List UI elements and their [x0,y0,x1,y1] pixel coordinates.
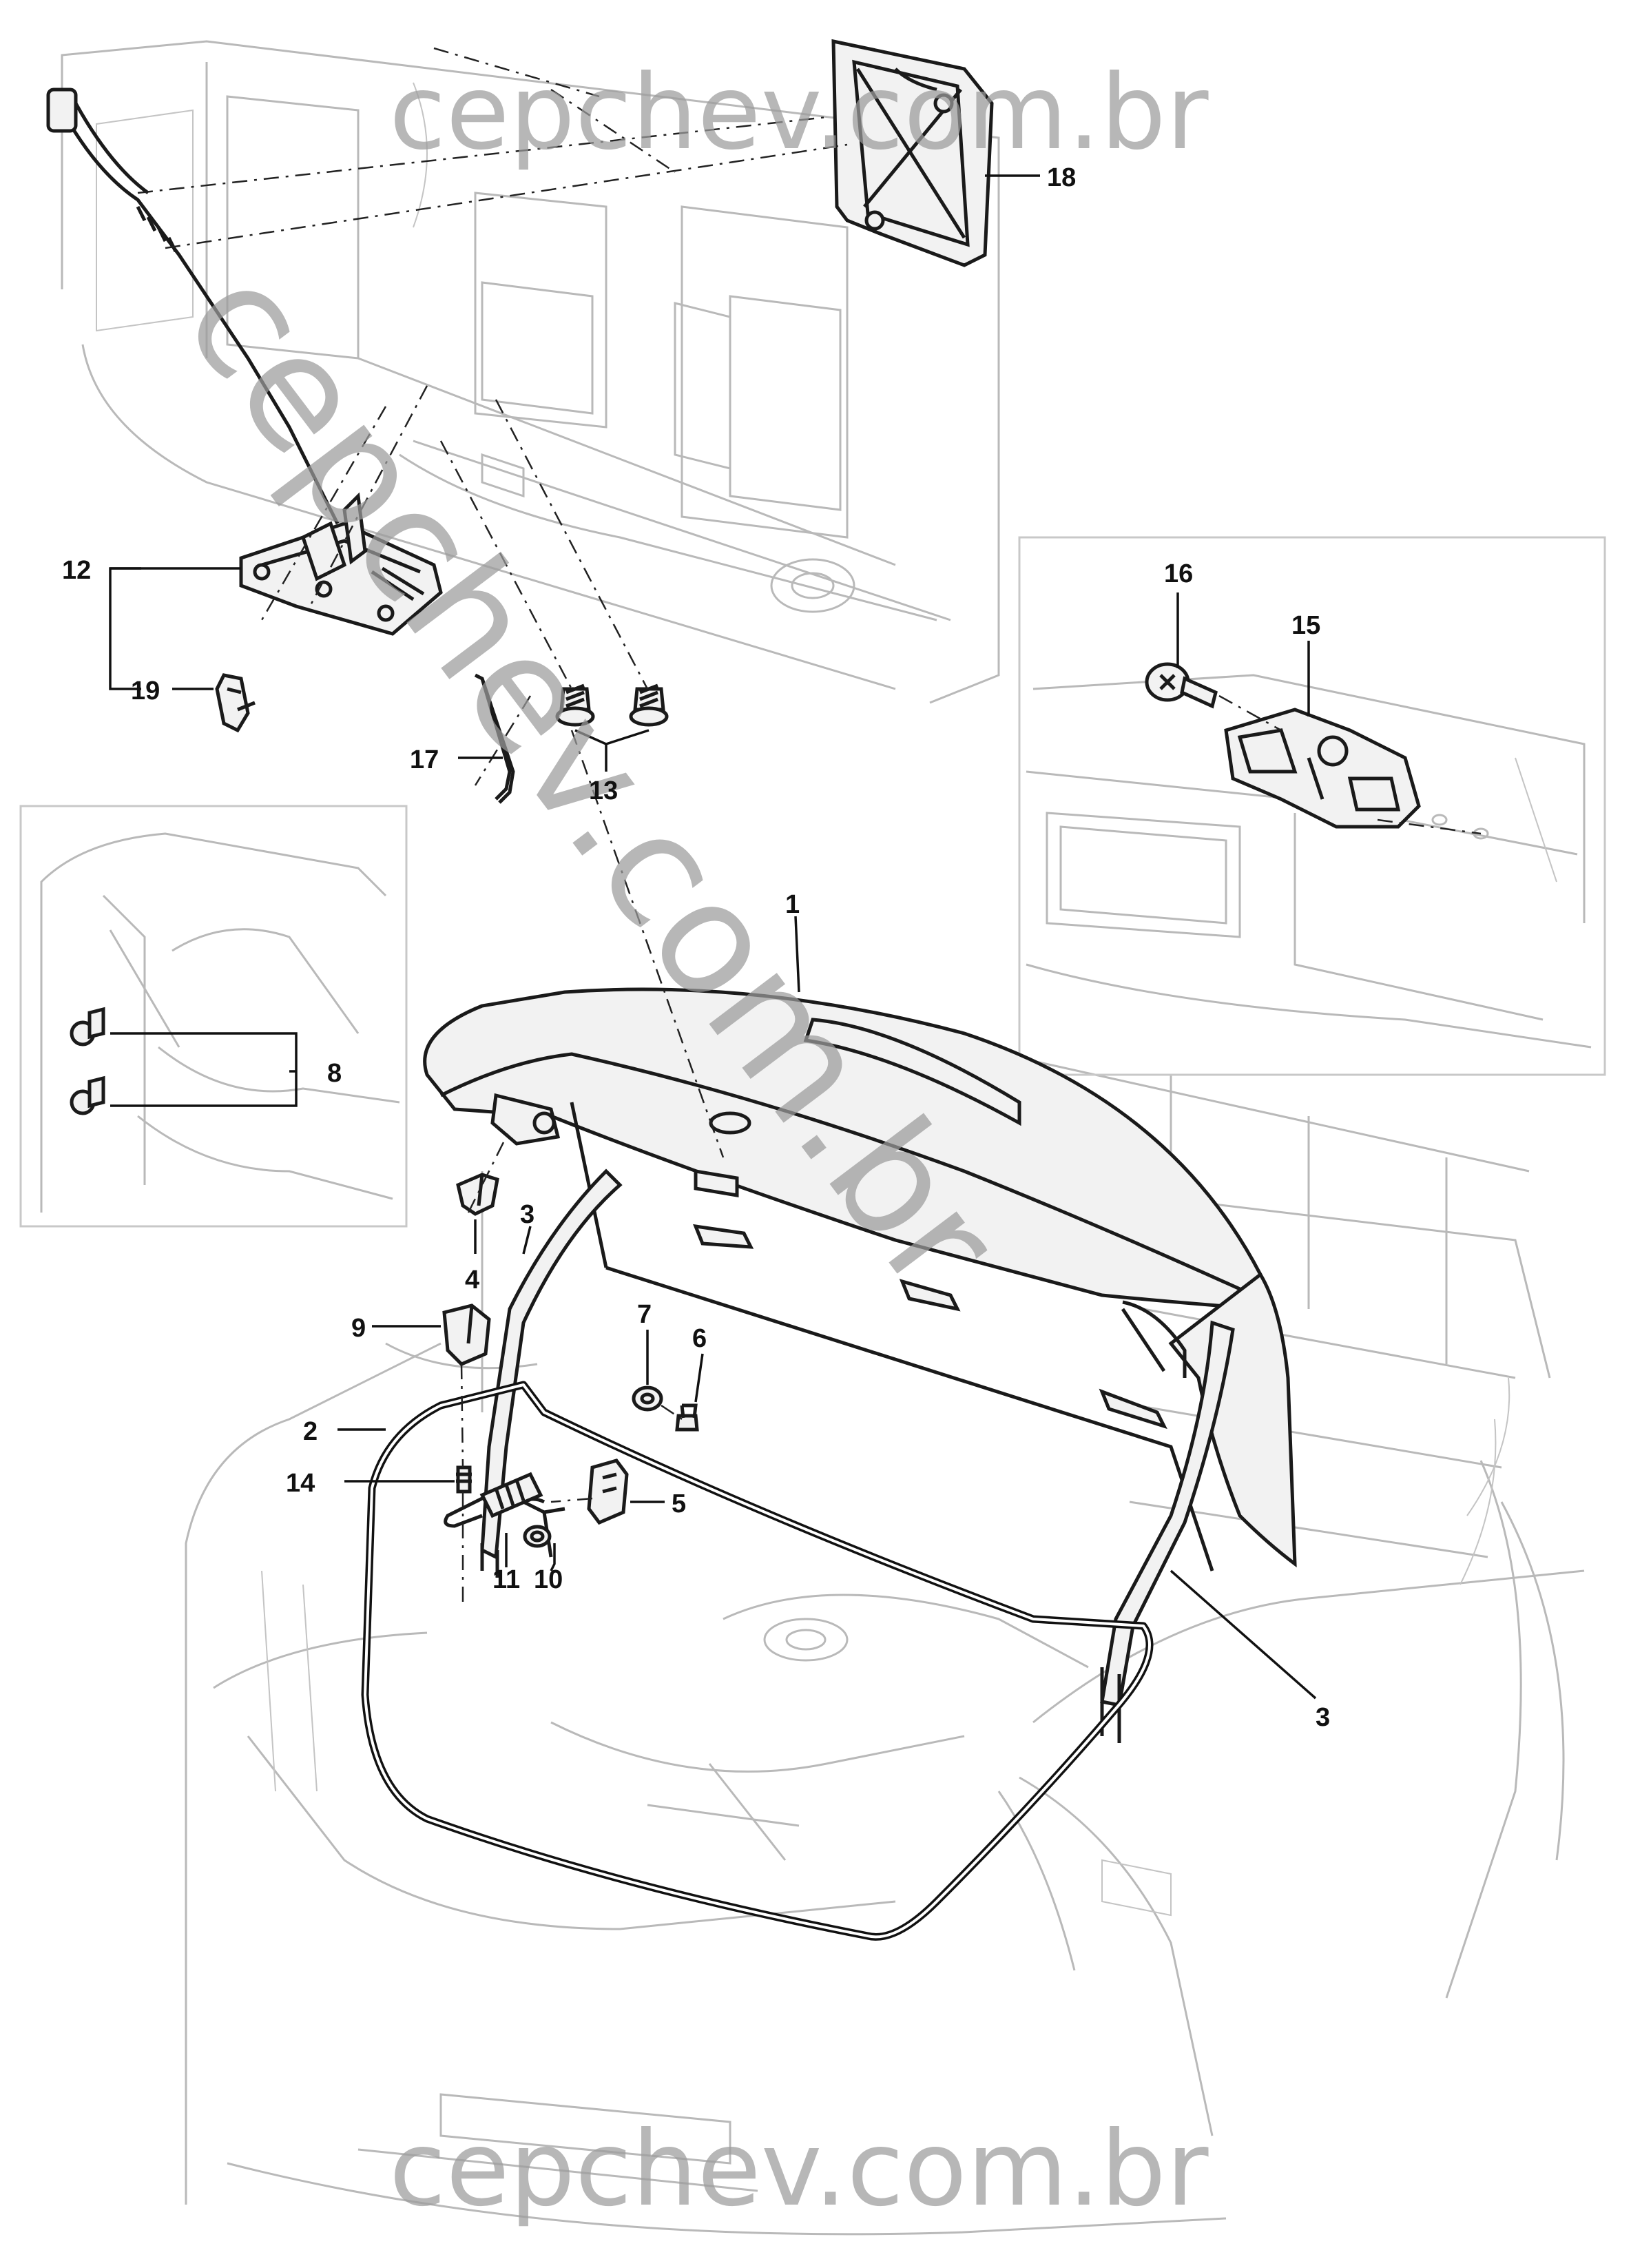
callout-9: 9 [351,1314,366,1343]
assembly-lines [137,47,1482,1605]
callout-19: 19 [131,677,160,705]
callout-leaders [109,174,1317,1700]
watermark-top: cepchev.com.br [389,53,1209,173]
part-6-bolt [675,1403,699,1432]
callout-7: 7 [637,1300,652,1329]
callout-12: 12 [62,556,91,585]
callout-5: 5 [672,1489,686,1518]
inset-left [19,805,408,1228]
part-19-clip [215,673,256,733]
callout-2: 2 [303,1417,318,1446]
callout-labels: 1 2 3 3 4 5 6 7 8 9 10 11 12 13 14 15 16… [62,163,1330,1732]
part-13-bolts [555,683,669,727]
part-5-bracket [587,1458,629,1525]
part-12-lock-assembly [46,87,443,636]
inset-right [1018,536,1606,1076]
part-17-rod [474,673,515,804]
part-16-screw [1145,662,1218,709]
callout-11: 11 [492,1565,520,1594]
part-4-bumper [456,1173,499,1216]
callout-1: 1 [785,890,800,919]
part-9-support [442,1303,491,1366]
part-8-bolts [70,1007,105,1115]
callout-13: 13 [589,776,618,805]
part-18-access-cover [831,39,994,267]
callout-14: 14 [286,1469,315,1498]
callout-16: 16 [1164,559,1193,588]
part-2-weather-seal [361,1381,1154,1941]
callout-8: 8 [327,1059,342,1088]
watermark-bottom: cepchev.com.br [389,2110,1209,2229]
part-1-trunk-lid [423,987,1297,1571]
callout-4: 4 [465,1266,479,1295]
callout-15: 15 [1291,611,1320,640]
part-7-washer [632,1385,663,1412]
callout-17: 17 [410,745,439,774]
callout-3-right: 3 [1316,1703,1330,1732]
callout-6: 6 [692,1324,707,1353]
part-3-hinges [480,1168,1235,1743]
part-14-pin [456,1465,472,1494]
callout-3-left: 3 [520,1200,534,1229]
part-11-spring-assembly [444,1472,552,1548]
part-15-latch [1224,708,1489,840]
callout-10: 10 [534,1565,563,1594]
callout-18: 18 [1047,163,1076,192]
